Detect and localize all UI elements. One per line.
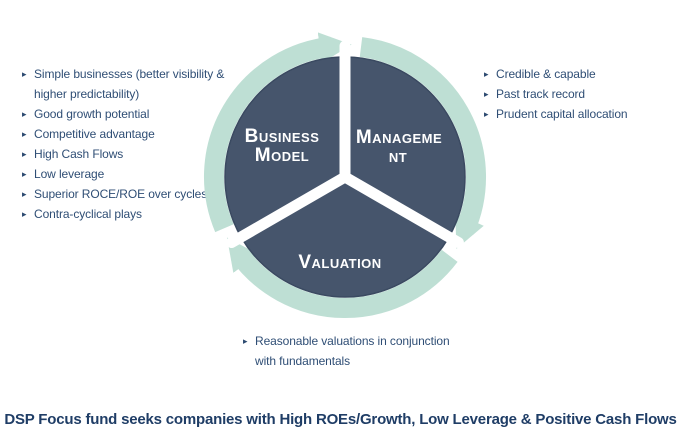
list-item: ▸ Contra-cyclical plays (22, 204, 246, 224)
bullet-icon: ▸ (22, 209, 27, 219)
list-item: ▸ Prudent capital allocation (484, 104, 671, 124)
list-item-label: Superior ROCE/ROE over cycles (34, 187, 208, 201)
list-item-label: High Cash Flows (34, 147, 124, 161)
list-item-label: Prudent capital allocation (496, 107, 628, 121)
segment-label-valuation: Valuation (298, 252, 381, 273)
bullet-icon: ▸ (22, 149, 27, 159)
list-item: ▸ Low leverage (22, 164, 246, 184)
bullet-icon: ▸ (22, 109, 27, 119)
list-item: ▸ Competitive advantage (22, 124, 246, 144)
bullet-icon: ▸ (243, 336, 248, 346)
business-model-criteria-list: ▸ Simple businesses (better visibility &… (22, 64, 246, 224)
list-item: ▸ Credible & capable (484, 64, 671, 84)
list-item: ▸ High Cash Flows (22, 144, 246, 164)
bullet-icon: ▸ (22, 129, 27, 139)
segment-label-model: Model (255, 145, 309, 166)
segment-divider-bottom-right (339, 171, 464, 248)
list-item-label: Reasonable valuations in conjunction wit… (255, 334, 450, 368)
list-item-label: Contra-cyclical plays (34, 207, 142, 221)
list-item: ▸ Past track record (484, 84, 671, 104)
bullet-icon: ▸ (484, 69, 489, 79)
bullet-icon: ▸ (484, 89, 489, 99)
management-criteria-list: ▸ Credible & capable ▸ Past track record… (484, 64, 671, 124)
bullet-icon: ▸ (484, 109, 489, 119)
bullet-icon: ▸ (22, 169, 27, 179)
investment-cycle-diagram: Business Model Manageme nt Valuation (204, 32, 487, 318)
list-item: ▸ Superior ROCE/ROE over cycles (22, 184, 246, 204)
list-item-label: Competitive advantage (34, 127, 155, 141)
segment-label-nt: nt (389, 146, 407, 167)
list-item-label: Credible & capable (496, 67, 596, 81)
segment-label-manageme: Manageme (356, 127, 442, 148)
list-item: ▸ Simple businesses (better visibility &… (22, 64, 246, 104)
list-item-label: Good growth potential (34, 107, 150, 121)
bullet-icon: ▸ (22, 69, 27, 79)
cycle-arrow-right-icon (359, 37, 487, 249)
cycle-arrow-left-icon (204, 32, 352, 233)
list-item-label: Simple businesses (better visibility & h… (34, 67, 225, 101)
list-item-label: Low leverage (34, 167, 105, 181)
valuation-criteria-list: ▸ Reasonable valuations in conjunction w… (243, 331, 460, 371)
footer-caption: DSP Focus fund seeks companies with High… (4, 411, 677, 428)
list-item-label: Past track record (496, 87, 585, 101)
bullet-icon: ▸ (22, 189, 27, 199)
segment-label-business: Business (245, 126, 320, 147)
list-item: ▸ Reasonable valuations in conjunction w… (243, 331, 460, 371)
list-item: ▸ Good growth potential (22, 104, 246, 124)
cycle-arrow-bottom-icon (226, 237, 458, 318)
segment-divider-bottom-left (226, 171, 351, 248)
